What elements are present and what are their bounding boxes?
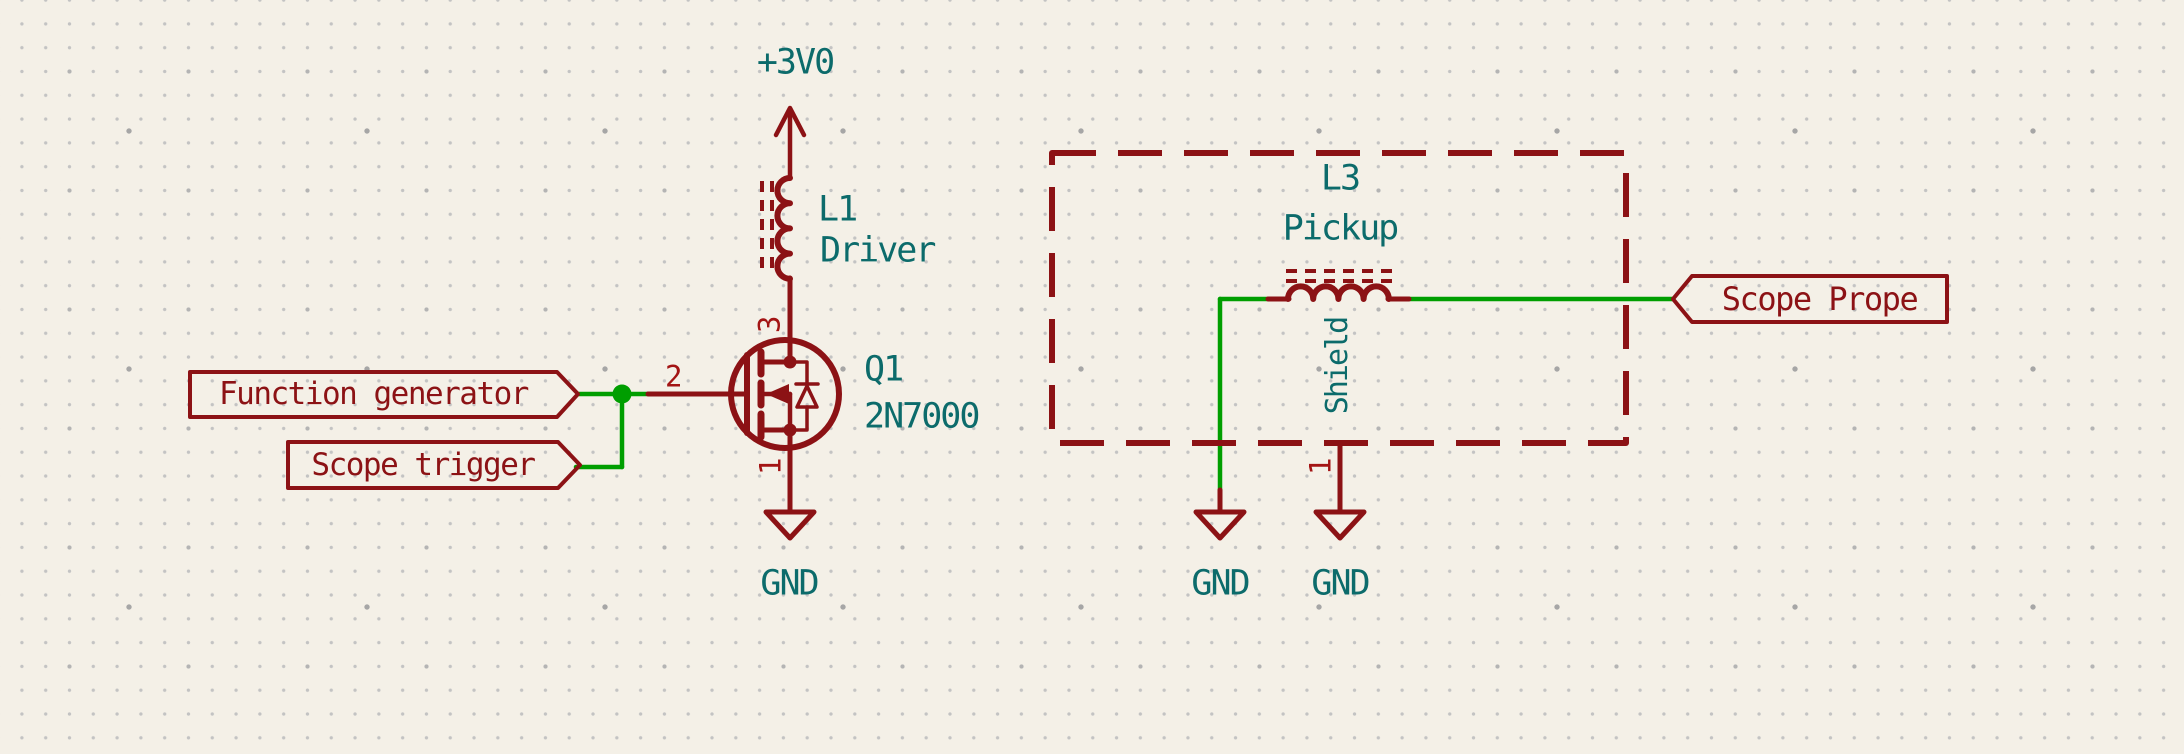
global-label-scope-probe[interactable]: Scope Prope [1721,280,1919,318]
global-label-scope-probe-outline[interactable] [1671,274,1949,324]
gnd-label-shield[interactable]: GND [1311,563,1370,604]
global-label-scope-trigger-outline[interactable] [286,440,582,490]
l3-winding-icon[interactable] [1285,283,1392,302]
power-net-label[interactable]: +3V0 [756,42,835,83]
wire-junction[interactable] [612,384,632,404]
gnd-symbol-pickup[interactable] [1193,509,1247,541]
gnd-symbol-shield[interactable] [1313,509,1367,541]
l1-value[interactable]: Driver [820,230,936,271]
global-label-function-generator-outline[interactable] [188,370,580,419]
q1-body-diode-icon [788,360,820,432]
mosfet-q1-symbol[interactable] [645,275,842,515]
power-arrow-icon[interactable] [773,105,807,138]
power-symbol-3v0[interactable] [773,105,807,181]
l3-value[interactable]: Pickup [1282,208,1399,249]
gnd-label-pickup[interactable]: GND [1191,563,1250,604]
q1-pin-number-drain: 3 [752,317,787,333]
global-label-function-generator[interactable]: Function generator [219,376,529,412]
l1-winding-icon[interactable] [774,175,793,282]
l3-reference[interactable]: L3 [1320,158,1361,199]
l1-reference[interactable]: L1 [818,189,858,230]
inductor-l1-symbol[interactable] [760,175,793,282]
wire-group[interactable] [573,296,1676,493]
q1-pin-number-source: 1 [753,459,788,475]
q1-arrow-icon [766,384,789,404]
l3-shield-label[interactable]: Shield [1320,317,1355,415]
global-label-scope-trigger[interactable]: Scope trigger [311,446,536,483]
gnd-label-driver[interactable]: GND [760,563,819,604]
q1-reference[interactable]: Q1 [864,349,904,390]
gnd-symbol-driver[interactable] [763,509,817,541]
q1-value[interactable]: 2N7000 [864,396,980,437]
q1-pin-number-gate: 2 [665,359,682,394]
inductor-l3-symbol[interactable] [1049,150,1629,515]
l3-pin-number-shield: 1 [1303,459,1338,475]
